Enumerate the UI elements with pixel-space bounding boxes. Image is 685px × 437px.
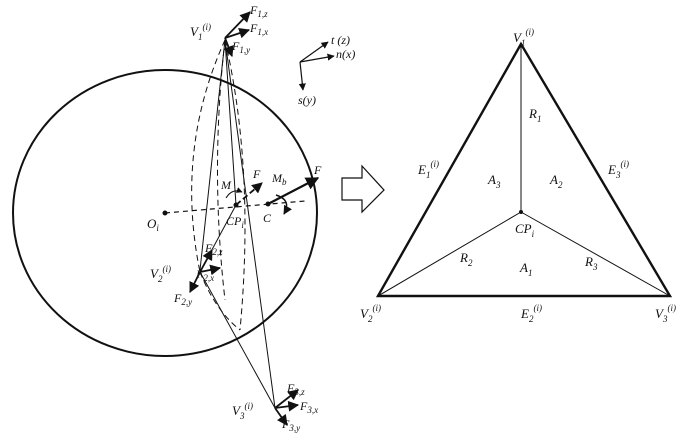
f1x-label: F1,x bbox=[249, 21, 268, 37]
dashed-edge-1 bbox=[191, 39, 226, 273]
f1z-label: F1,z bbox=[249, 3, 268, 19]
f3y-label: F3,y bbox=[281, 417, 300, 433]
transition-arrow bbox=[341, 164, 385, 214]
f2y-label: F2,y bbox=[173, 291, 192, 307]
f3x-label: F3,x bbox=[299, 399, 318, 415]
v1-force-arrows bbox=[223, 11, 251, 58]
left-diagram: V1(i) V2(i) V3(i) F1,z F1,x F1,y F2,z F2… bbox=[12, 3, 355, 433]
area-a2-label: A2 bbox=[549, 172, 563, 190]
center-dashed-line bbox=[164, 200, 306, 214]
force-f-outer-arrow bbox=[267, 177, 320, 205]
f2z-label: F2,z bbox=[204, 241, 223, 257]
force-f-outer-label: F bbox=[313, 163, 322, 177]
moment-mb-arc bbox=[275, 194, 292, 215]
dashed-edge-4 bbox=[199, 271, 241, 331]
v1-label: V1(i) bbox=[190, 22, 211, 42]
axis-s-label: s(y) bbox=[298, 93, 316, 107]
dashed-edge-2 bbox=[224, 39, 246, 331]
center-label: Oi bbox=[147, 216, 159, 233]
point-c-label: C bbox=[263, 211, 272, 225]
f2x-label: F2,x bbox=[195, 267, 214, 283]
v3-label: V3(i) bbox=[232, 401, 253, 421]
v2-to-v3-line bbox=[199, 271, 276, 409]
right-v2-label: V2(i) bbox=[360, 303, 381, 324]
radius-r3-label: R3 bbox=[584, 254, 598, 272]
force-f-inner-label: F bbox=[252, 167, 261, 181]
f1y-label: F1,y bbox=[231, 39, 250, 55]
moment-mb-label: Mb bbox=[271, 171, 287, 187]
right-v1-label: V1(i) bbox=[513, 27, 534, 48]
force-f-inner-arrow bbox=[235, 182, 263, 206]
radius-r2-label: R2 bbox=[459, 250, 473, 268]
axis-n-label: n(x) bbox=[336, 47, 355, 61]
v2-label: V2(i) bbox=[150, 264, 171, 284]
f3z-label: F3,z bbox=[286, 381, 305, 397]
cp-dot bbox=[519, 210, 523, 214]
v2-force-arrows bbox=[189, 249, 222, 293]
wheel-circle bbox=[12, 69, 318, 357]
right-diagram: V1(i) V2(i) V3(i) E1(i) E2(i) E3(i) R1 R… bbox=[360, 27, 676, 324]
v1-to-v2-line-a bbox=[199, 39, 226, 271]
axis-t-label: t (z) bbox=[331, 33, 350, 47]
area-a1-label: A1 bbox=[519, 260, 532, 278]
moment-m-label: M bbox=[220, 178, 232, 192]
area-a3-label: A3 bbox=[487, 172, 501, 190]
right-v3-label: V3(i) bbox=[655, 303, 676, 324]
moment-m-arc bbox=[225, 187, 243, 199]
edge-e2-label: E2(i) bbox=[520, 303, 542, 324]
contact-point-label: CPi bbox=[226, 214, 244, 230]
radius-r2-line bbox=[377, 211, 522, 297]
v1-to-v3-line bbox=[224, 39, 276, 409]
coordinate-triad bbox=[298, 41, 335, 91]
right-cp-label: CPi bbox=[515, 221, 535, 239]
radius-r3-line bbox=[520, 211, 671, 297]
dashed-edge-3 bbox=[217, 39, 226, 301]
v1-contact-line bbox=[224, 39, 237, 206]
edge-e3-label: E3(i) bbox=[607, 159, 629, 180]
radius-r1-label: R1 bbox=[528, 106, 541, 124]
triangle-outline bbox=[375, 41, 673, 298]
v3-force-arrows bbox=[274, 389, 300, 426]
edge-e1-label: E1(i) bbox=[417, 159, 439, 180]
